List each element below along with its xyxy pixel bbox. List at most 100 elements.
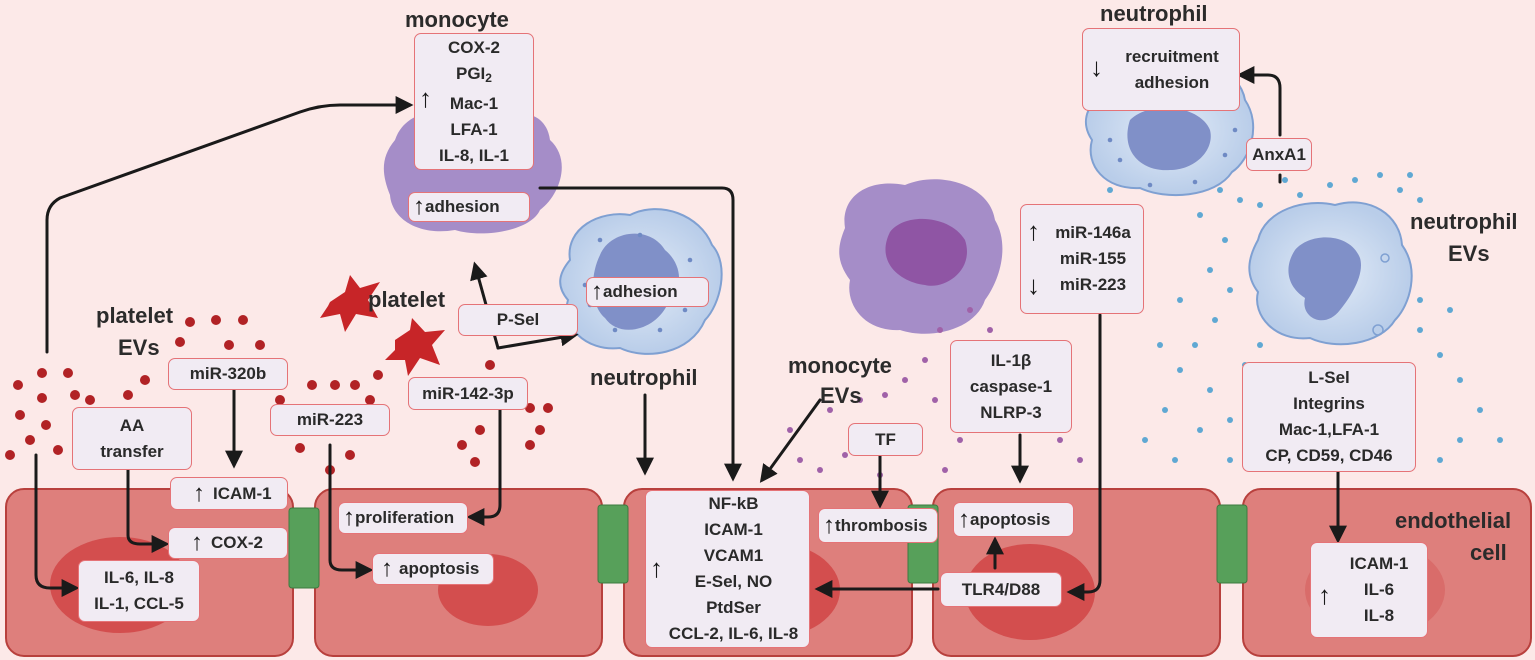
cox2-up-arrow-icon: ↑ [191,529,203,556]
tf-label: TF [875,429,896,449]
nfkb-box: NF-kB ICAM-1 VCAM1 E-Sel, NO PtdSer CCL-… [645,490,810,648]
proliferation-label: proliferation [355,508,455,527]
arrow-monocyte-evs-to-nfkb [759,398,822,483]
monocyte-marker-mac1: Mac-1 [449,93,499,113]
arrow-psel-to-neutrophil [496,328,579,350]
mir223-right-label: miR-223 [1059,275,1127,294]
caspase1-label: caspase-1 [969,376,1053,396]
adhesion-label: adhesion [1134,72,1210,92]
platelet-label: platelet [368,287,446,312]
recruitment-label: recruitment [1125,46,1219,66]
mir142-label: miR-142-3p [422,383,514,403]
monocyte-adhesion-label: adhesion [425,197,500,216]
ptdser-label: PtdSer [706,598,761,617]
anxa1-label: AnxA1 [1252,144,1306,164]
monocyte-adhesion-box: ↑ adhesion [408,192,530,222]
il6-il8-label: IL-6, IL-8 [104,568,174,587]
endo-icam1-label: ICAM-1 [1349,554,1409,573]
endothelial-label-1: endothelial [1395,508,1512,533]
tlr4-label: TLR4/D88 [961,579,1041,599]
neutrophil-adhesion-box: ↑ adhesion [586,277,709,307]
icam1-box: ↑ ICAM-1 [170,477,288,510]
neutrophil-top-label: neutrophil [1100,1,1208,26]
neutrophil-mid-label: neutrophil [590,365,698,390]
ccl2-il6-il8-label: CCL-2, IL-6, IL-8 [668,624,799,643]
thrombosis-up-arrow-icon: ↑ [823,511,835,539]
mir223-label: miR-223 [296,410,364,429]
apoptosis-2-label: apoptosis [399,559,480,578]
il1b-box: IL-1β caspase-1 NLRP-3 [950,340,1072,433]
junction-1 [288,507,320,589]
arrow-mirnas-to-tlr4 [1066,313,1102,601]
integrins-label: Integrins [1293,394,1365,413]
neutrophil-adhesion-up-arrow-icon: ↑ [591,278,603,305]
neutrophil-evs-label-1: neutrophil [1410,209,1518,234]
mir320b-box: miR-320b [168,358,288,390]
neutrophil-recruitment-box: recruitment adhesion [1082,28,1240,111]
thrombosis-box: ↑ thrombosis [818,508,938,543]
apoptosis-box-2: ↑ apoptosis [372,553,494,585]
apoptosis-4-up-arrow-icon: ↑ [958,505,970,533]
arrow-monocyte-to-nfkb [538,186,742,482]
platelet-evs-label-2: EVs [118,335,160,360]
apoptosis-box-4: ↑ apoptosis [953,502,1074,537]
proliferation-up-arrow-icon: ↑ [343,504,355,531]
junction-4 [1216,504,1248,584]
nfkb-label: NF-kB [708,494,759,513]
il1-ccl5-label: IL-1, CCL-5 [94,594,184,613]
mir146a-label: miR-146a [1055,223,1131,242]
mir155-label: miR-155 [1059,249,1127,268]
monocyte-marker-lfa1: LFA-1 [450,119,498,139]
arrow-mir223-to-apoptosis [328,443,374,579]
arrow-mir142-to-proliferation [466,408,502,526]
platelet-evs-label-1: platelet [96,303,174,328]
mir320b-label: miR-320b [189,364,267,383]
monocyte-marker-pgi: PGI2 [456,63,492,85]
tf-box: TF [848,423,923,456]
neutrophil-adhesion-label: adhesion [603,282,678,301]
aa-transfer-box: AA transfer [72,407,192,470]
mir223-box: miR-223 [270,404,390,436]
nlrp3-label: NLRP-3 [980,402,1042,422]
vcam1-label: VCAM1 [703,546,764,565]
cp-cd59-cd46-label: CP, CD59, CD46 [1265,446,1393,465]
transfer-label: transfer [100,441,164,461]
esel-no-label: E-Sel, NO [694,572,773,591]
mir142-box: miR-142-3p [408,377,528,410]
arrow-platelet-evs-to-monocyte [45,96,414,354]
endothelial-markers-box: ICAM-1 IL-6 IL-8 [1310,542,1428,638]
aa-label: AA [119,415,145,435]
p-sel-label: P-Sel [496,310,540,329]
cox2-box: ↑ COX-2 [168,527,288,559]
proliferation-box: ↑ proliferation [338,502,468,534]
monocyte-marker-il8: IL-8, IL-1 [439,145,509,165]
il1b-label: IL-1β [990,350,1032,370]
endo-il6-label: IL-6 [1363,580,1395,599]
neutrophil-evs-source-cell [1248,201,1413,346]
nfkb-up-arrow-icon: ↑ [650,553,663,583]
nfkb-icam1-label: ICAM-1 [704,520,763,539]
anxa1-box: AnxA1 [1246,138,1312,171]
arrow-platelet-evs-to-il6 [34,453,80,597]
apoptosis-4-label: apoptosis [970,509,1051,529]
neutrophil-ev-dots [1107,172,1503,463]
mirnas-up-arrow-icon: ↑ [1027,216,1040,246]
p-sel-box: P-Sel [458,304,578,336]
monocyte-markers-box: COX-2 PGI2 Mac-1 LFA-1 IL-8, IL-1 [414,33,534,170]
monocyte-label: monocyte [405,7,509,32]
monocyte-marker-cox2: COX-2 [448,37,500,57]
neutrophil-evs-label-2: EVs [1448,241,1490,266]
monocyte-adhesion-up-arrow-icon: ↑ [413,193,425,220]
mirnas-down-arrow-icon: ↓ [1027,270,1040,300]
tlr4-box: TLR4/D88 [940,572,1062,607]
mirnas-box: miR-146a miR-155 miR-223 [1020,204,1144,314]
arrow-anxa1-to-neutrophil [1236,66,1282,137]
l-sel-label: L-Sel [1308,368,1350,387]
recruitment-down-arrow-icon: ↓ [1090,52,1103,82]
monocyte-up-arrow-icon: ↑ [419,83,432,113]
endothelial-markers-up-arrow-icon: ↑ [1318,580,1331,610]
thrombosis-label: thrombosis [835,515,928,535]
monocyte-evs-label-1: monocyte [788,353,892,378]
apoptosis-2-up-arrow-icon: ↑ [381,555,393,582]
